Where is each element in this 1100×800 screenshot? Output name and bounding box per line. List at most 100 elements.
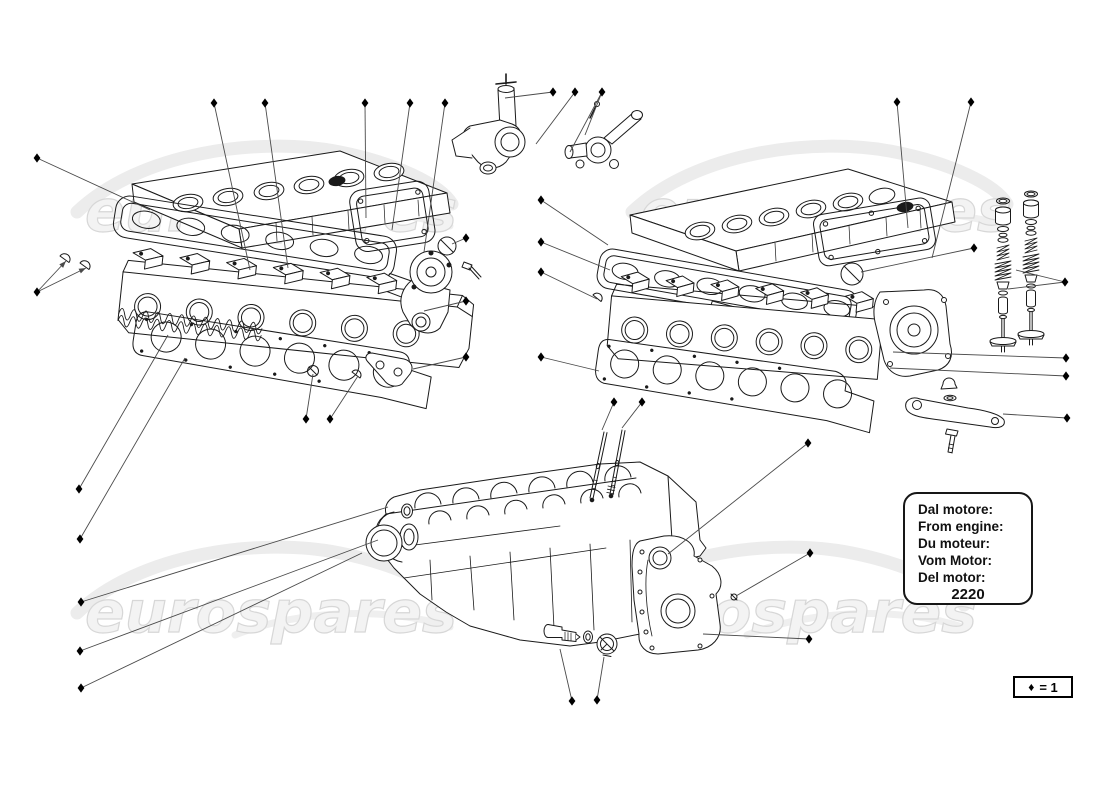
quantity-marker: [970, 243, 978, 253]
quantity-marker: [598, 87, 606, 97]
right-valve-cover: [629, 168, 956, 272]
leader-line: [540, 271, 598, 300]
quantity-marker: [77, 683, 85, 693]
quantity-marker: [568, 696, 576, 706]
right-end-cover-gasket: [813, 197, 936, 267]
intake-ports: [621, 316, 873, 364]
right-head-gasket: [595, 339, 875, 434]
swoosh-shape: [625, 139, 1014, 219]
watermark-bottom-left: eurospares: [70, 540, 459, 647]
leader-line: [504, 91, 554, 99]
leader-line: [621, 401, 643, 429]
info-line-italian: Dal motore:: [918, 502, 994, 517]
quantity-marker: [893, 97, 901, 107]
crankcase-ribs: [429, 539, 633, 631]
leader-line: [412, 356, 467, 370]
right-camshaft-seal: [840, 262, 864, 286]
leader-line: [596, 656, 605, 701]
quantity-marker: [76, 534, 84, 544]
info-line-german: Vom Motor:: [918, 553, 992, 568]
quantity-marker: [1063, 413, 1071, 423]
leader-line: [213, 102, 251, 271]
o-ring: [401, 503, 413, 519]
quantity-marker: [261, 98, 269, 108]
leader-line: [1007, 281, 1066, 290]
quantity-marker: [806, 548, 814, 558]
swoosh-shape: [231, 610, 454, 639]
timing-cover: [631, 535, 722, 655]
watermark-text: eurospares: [85, 578, 457, 646]
valve-stack: [1017, 190, 1045, 346]
swoosh-shape: [70, 139, 459, 219]
leader-line: [569, 91, 603, 153]
callout-annotations: [33, 87, 1071, 706]
leader-line: [36, 260, 67, 293]
quantity-marker: [361, 98, 369, 108]
leader-line: [80, 506, 389, 603]
diamond-icon: ♦: [1028, 680, 1035, 694]
leader-line: [931, 101, 972, 259]
left-valve-cover: [131, 150, 451, 249]
cylinder-bores: [414, 465, 642, 525]
left-end-cover-gasket: [349, 180, 436, 253]
quantity-marker: [462, 233, 470, 243]
quantity-marker: [593, 695, 601, 705]
small-seal: [351, 369, 362, 379]
valve-stack: [989, 197, 1017, 353]
cam-cover-openings: [684, 187, 896, 241]
engine-block: [375, 461, 707, 647]
quantity-marker: [302, 414, 310, 424]
quantity-marker: [805, 634, 813, 644]
cover-bolt: [730, 593, 738, 601]
leader-line: [329, 375, 359, 420]
water-union: [564, 101, 643, 169]
leader-line: [896, 101, 909, 229]
quantity-marker: [1061, 277, 1069, 287]
leader-line: [860, 247, 975, 273]
leader-line: [540, 199, 609, 246]
leader-line: [364, 102, 367, 219]
info-line-french: Du moteur:: [918, 536, 990, 551]
quantity-marker: [33, 153, 41, 163]
leader-line: [540, 241, 611, 271]
right-front-housing: [873, 289, 952, 377]
quantity-marker: [210, 98, 218, 108]
quantity-marker: [33, 287, 41, 297]
arrowhead-icon: [78, 268, 86, 274]
leader-line: [735, 552, 811, 597]
cap-nut: [940, 377, 958, 390]
washer: [943, 394, 957, 402]
leader-line: [892, 351, 1067, 359]
left-cover-gasket: [112, 195, 412, 299]
quantity-marker: [638, 397, 646, 407]
engine-number-box: Dal motore: From engine: Du moteur: Vom …: [903, 492, 1033, 605]
quantity-marker: [537, 352, 545, 362]
quantity-marker: [75, 484, 83, 494]
small-seal: [592, 292, 603, 302]
right-cylinder-head: [606, 271, 889, 380]
quantity-marker: [462, 296, 470, 306]
shaft-washer: [583, 630, 593, 644]
leader-line: [79, 357, 186, 540]
leader-line: [1015, 269, 1066, 283]
quantity-marker: [537, 195, 545, 205]
thermostat-disc: [596, 633, 618, 657]
quantity-marker: [326, 414, 334, 424]
leader-line: [36, 267, 87, 293]
quantity-marker: [571, 87, 579, 97]
quantity-marker: [967, 97, 975, 107]
quantity-marker: [804, 438, 812, 448]
quantity-marker: [406, 98, 414, 108]
leader-line: [1002, 413, 1068, 419]
leader-line: [423, 300, 467, 312]
leader-line: [540, 356, 600, 372]
leader-line: [601, 401, 615, 431]
left-bracket: [365, 352, 413, 387]
front-seal-ring: [365, 524, 403, 562]
leader-line: [80, 552, 363, 689]
quantity-marker: [441, 98, 449, 108]
info-line-english: From engine:: [918, 519, 1004, 534]
stud-dots: [139, 251, 424, 286]
